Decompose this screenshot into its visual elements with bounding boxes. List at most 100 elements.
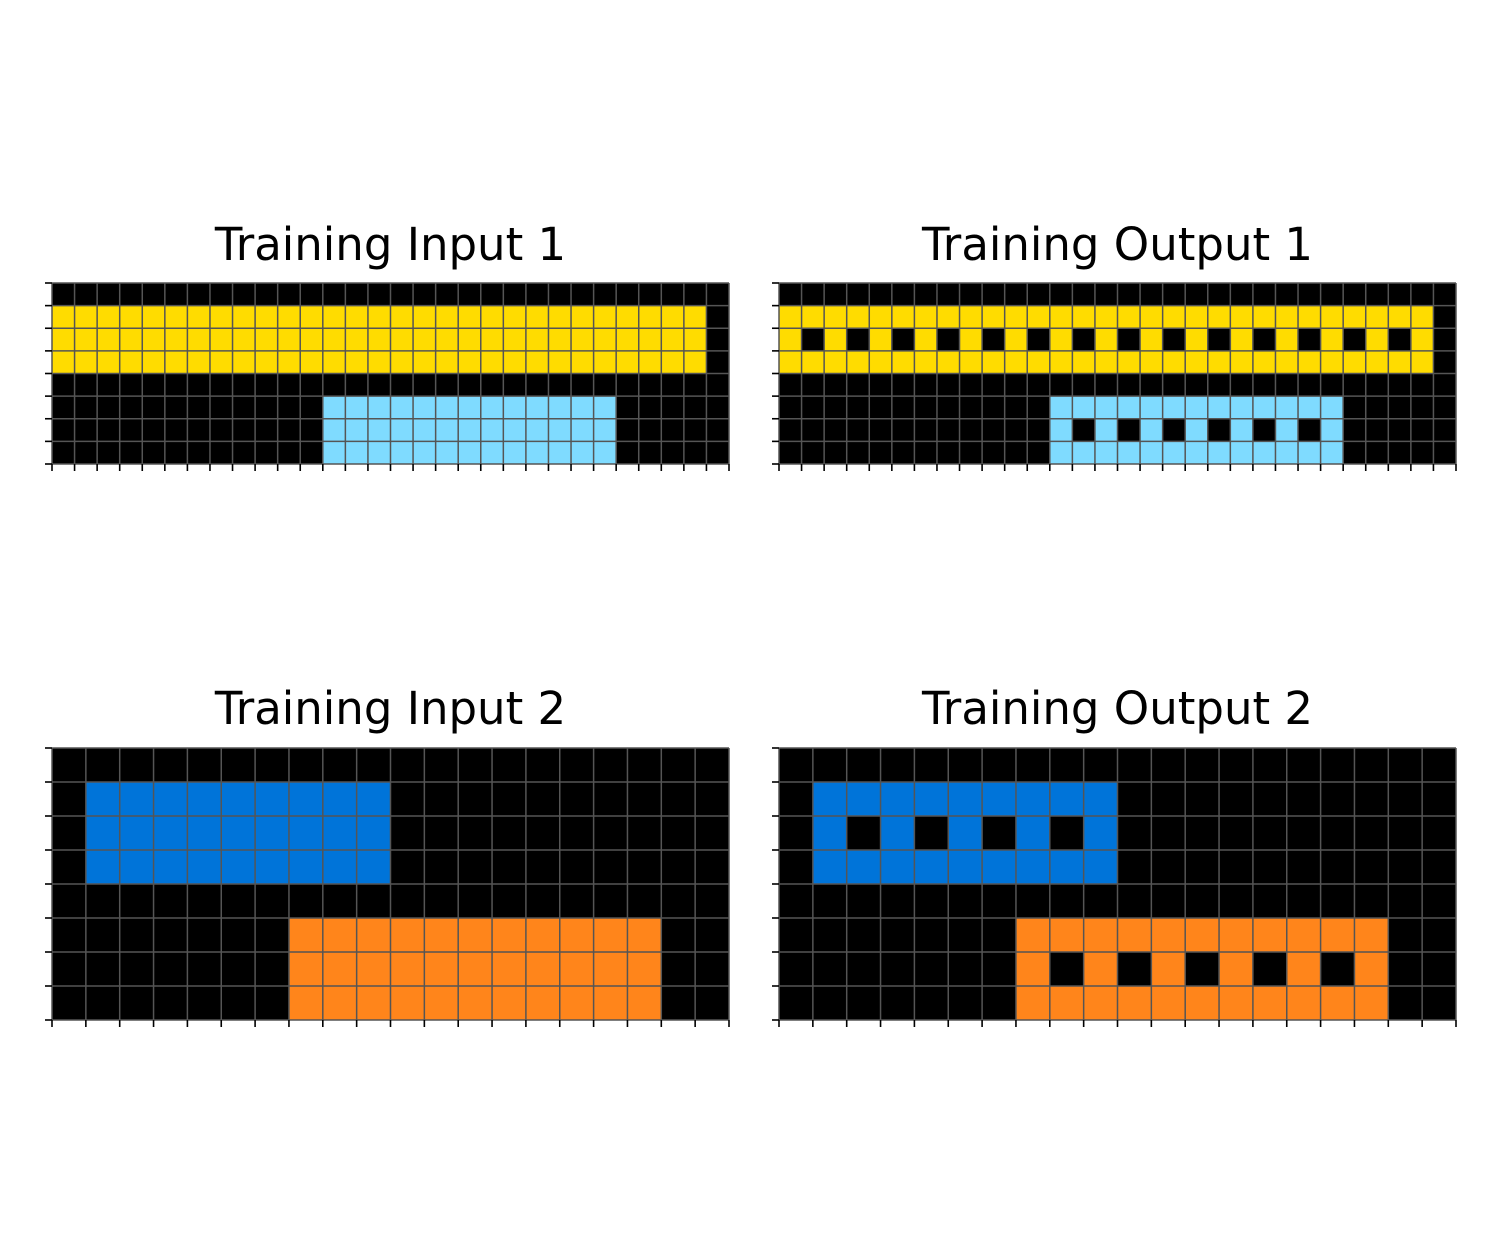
grid-cell — [356, 748, 391, 783]
grid-cell — [914, 782, 949, 817]
grid-cell — [982, 918, 1017, 953]
grid-cell — [824, 350, 848, 374]
grid-cell — [914, 305, 938, 329]
grid-cell — [706, 396, 730, 420]
grid-cell — [52, 816, 87, 851]
grid-cell — [1252, 748, 1288, 783]
grid-cell — [1027, 305, 1051, 329]
grid-cell — [1433, 418, 1457, 442]
grid-cell — [1422, 816, 1457, 851]
grid-cell — [593, 283, 617, 307]
grid-cell — [1252, 850, 1288, 885]
grid-cell — [1162, 350, 1186, 374]
grid-cell — [1286, 884, 1321, 919]
grid-cell — [1185, 373, 1209, 397]
grid-cell — [936, 283, 960, 307]
grid-cell — [413, 418, 437, 442]
grid-cell — [1275, 373, 1299, 397]
grid-cell — [1320, 782, 1355, 817]
grid-cell — [277, 373, 301, 397]
grid-cell — [367, 350, 391, 374]
grid-cell — [869, 350, 893, 374]
grid-cell — [97, 350, 121, 374]
grid-cell — [1422, 952, 1457, 987]
grid-cell — [503, 373, 527, 397]
grid-cell — [914, 350, 938, 374]
grid-cell — [948, 952, 983, 987]
grid-cell — [880, 986, 915, 1021]
grid-cell — [869, 396, 893, 420]
grid-cell — [880, 850, 915, 885]
grid-cell — [1252, 884, 1288, 919]
grid-cell — [1388, 918, 1423, 953]
grid-cell — [661, 952, 696, 987]
training-output-1-panel: Training Output 1 — [772, 220, 1457, 480]
grid-cell — [812, 952, 848, 987]
grid-cell — [1151, 816, 1186, 851]
grid-cell — [1252, 328, 1276, 352]
grid-cell — [119, 418, 143, 442]
grid-cell — [982, 283, 1006, 307]
grid-cell — [812, 782, 848, 817]
grid-cell — [119, 986, 154, 1021]
grid-cell — [1275, 350, 1299, 374]
grid-cell — [779, 283, 802, 307]
grid-cell — [936, 350, 960, 374]
grid-cell — [779, 418, 802, 442]
grid-cell — [119, 328, 143, 352]
grid-cell — [480, 373, 504, 397]
grid-cell — [85, 918, 121, 953]
grid-cell — [1365, 373, 1389, 397]
grid-cell — [525, 918, 561, 953]
grid-cell — [548, 283, 572, 307]
grid-cell — [982, 986, 1017, 1021]
grid-cell — [627, 816, 662, 851]
grid-cell — [1015, 850, 1051, 885]
grid-cell — [1388, 396, 1412, 420]
grid-cell — [356, 782, 391, 817]
grid-cell — [1219, 918, 1254, 953]
grid-cell — [801, 373, 825, 397]
grid-cell — [52, 748, 87, 783]
grid-cell — [1343, 441, 1367, 465]
grid-cell — [846, 350, 870, 374]
grid-cell — [164, 441, 188, 465]
grid-cell — [846, 373, 870, 397]
grid-cell — [616, 441, 640, 465]
grid-cell — [164, 373, 188, 397]
grid-cell — [480, 283, 504, 307]
grid-cell — [119, 373, 143, 397]
grid-cell — [683, 396, 707, 420]
grid — [45, 282, 730, 471]
grid-cell — [1185, 748, 1220, 783]
grid-cell — [187, 816, 222, 851]
grid-cell — [503, 441, 527, 465]
grid-cell — [1117, 748, 1152, 783]
grid-cell — [1252, 952, 1288, 987]
grid-cell — [661, 918, 696, 953]
grid-cell — [559, 884, 594, 919]
grid-cell — [1343, 305, 1367, 329]
grid-cell — [119, 952, 154, 987]
grid-cell — [187, 986, 222, 1021]
grid-cell — [1117, 850, 1152, 885]
grid-cell — [616, 418, 640, 442]
grid-cell — [322, 418, 346, 442]
grid-cell — [153, 986, 188, 1021]
grid-cell — [164, 350, 188, 374]
grid-cell — [1388, 952, 1423, 987]
grid-cell — [982, 350, 1006, 374]
grid-cell — [503, 283, 527, 307]
grid-cell — [164, 328, 188, 352]
grid-cell — [322, 373, 346, 397]
grid-cell — [1015, 918, 1051, 953]
grid-cell — [187, 782, 222, 817]
grid-cell — [559, 918, 594, 953]
grid-cell — [390, 305, 414, 329]
grid-cell — [1162, 441, 1186, 465]
grid-cell — [492, 748, 527, 783]
grid-cell — [1230, 305, 1254, 329]
grid-cell — [1140, 328, 1164, 352]
grid-cell — [1094, 418, 1118, 442]
grid-cell — [683, 350, 707, 374]
